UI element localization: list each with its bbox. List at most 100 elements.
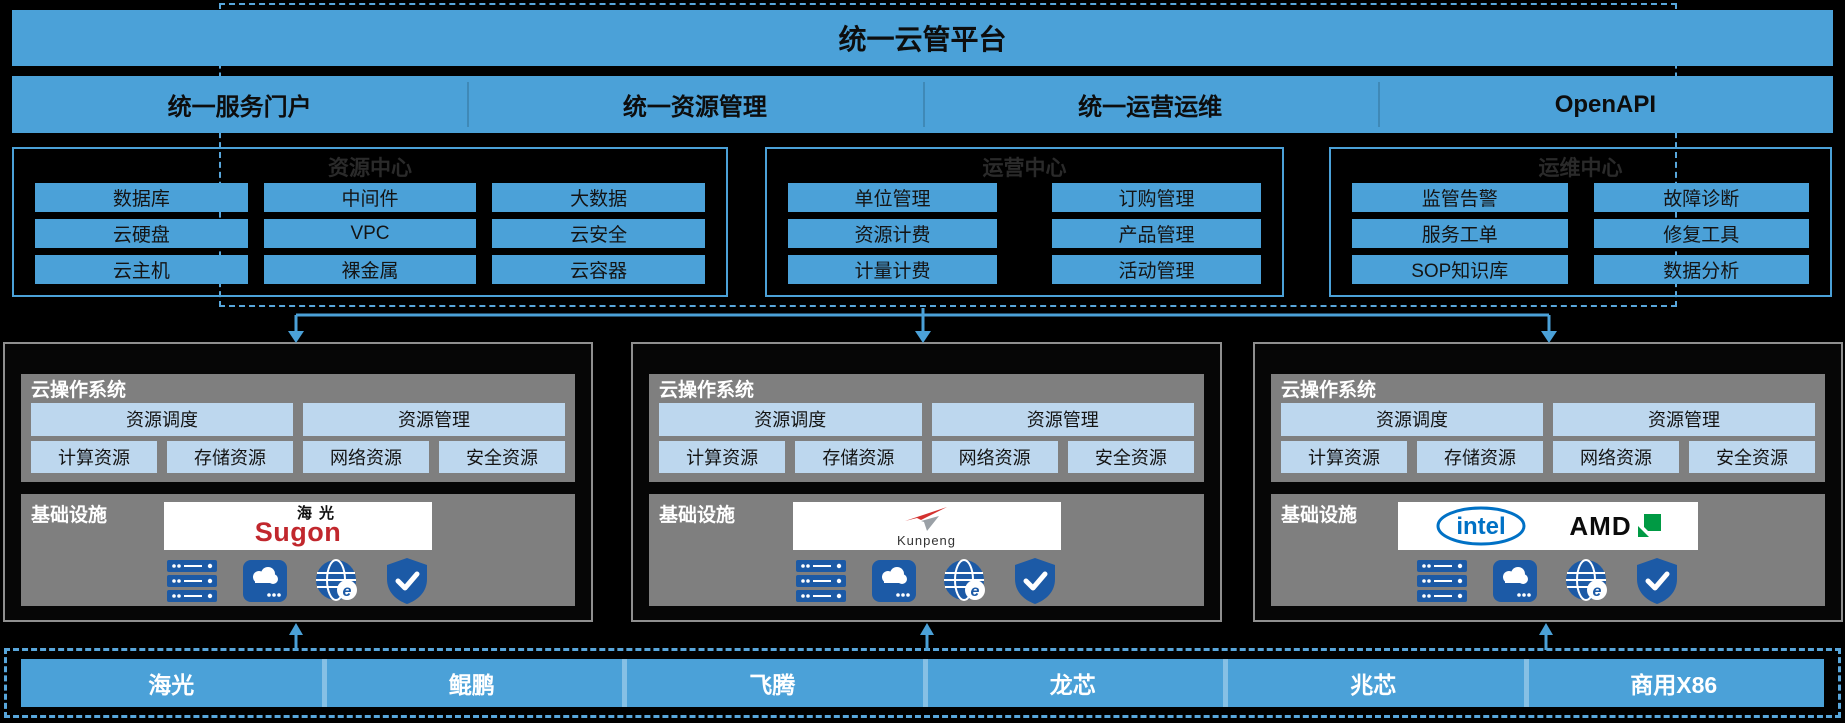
- cloud-storage-icon: [243, 560, 288, 602]
- item-database: 数据库: [35, 183, 248, 212]
- item-unit-management: 单位管理: [788, 183, 997, 212]
- kunpeng-logo: Kunpeng: [897, 505, 956, 547]
- item-service-ticket: 服务工单: [1352, 219, 1568, 248]
- cloud-os-label: 云操作系统: [659, 380, 755, 401]
- sugon-logo-plate: 海光 Sugon: [164, 502, 432, 550]
- kunpeng-swoosh-icon: [904, 507, 947, 531]
- infrastructure-icons: e: [1417, 557, 1679, 605]
- platform-box-kunpeng: 云操作系统 资源调度 资源管理 计算资源 存储资源 网络资源 安全资源 基础设施…: [631, 342, 1222, 622]
- platform-title: 统一云管平台: [838, 24, 1007, 55]
- globe-internet-icon: e: [315, 559, 357, 601]
- svg-text:e: e: [971, 583, 980, 600]
- cloud-os-grid: 资源调度 资源管理 计算资源 存储资源 网络资源 安全资源: [31, 403, 565, 473]
- cloud-os-grid: 资源调度 资源管理 计算资源 存储资源 网络资源 安全资源: [659, 403, 1194, 473]
- resource-scheduling-bar: 资源调度: [31, 403, 293, 436]
- storage-resource-cell: 存储资源: [1417, 440, 1543, 473]
- infrastructure-icons: e: [167, 557, 429, 605]
- platform-boundary-dashed-frame: [219, 3, 1677, 307]
- amd-text: AMD: [1569, 510, 1632, 541]
- cloud-os-section: 云操作系统 资源调度 资源管理 计算资源 存储资源 网络资源 安全资源: [21, 374, 575, 482]
- item-activity-management: 活动管理: [1052, 255, 1261, 284]
- item-middleware: 中间件: [263, 183, 477, 212]
- kunpeng-text: Kunpeng: [896, 533, 957, 548]
- chip-kunpeng: 鲲鹏: [321, 659, 623, 707]
- chip-zhaoxin: 兆芯: [1223, 659, 1524, 707]
- infrastructure-icons: e: [795, 557, 1058, 605]
- item-resource-billing: 资源计费: [788, 219, 997, 248]
- resource-scheduling-bar: 资源调度: [659, 403, 922, 436]
- resource-center-grid: 数据库 中间件 大数据 云硬盘 VPC 云安全 云主机 裸金属 云容器: [35, 183, 705, 284]
- operation-center-title: 运营中心: [982, 157, 1067, 180]
- chip-hygon: 海光: [148, 672, 195, 698]
- operation-center-grid: 单位管理 订购管理 资源计费 产品管理 计量计费 活动管理: [788, 183, 1261, 284]
- server-rack-icon: [167, 560, 217, 602]
- intel-logo: intel: [1436, 506, 1526, 546]
- maintenance-center-grid: 监管告警 故障诊断 服务工单 修复工具 SOP知识库 数据分析: [1352, 183, 1809, 284]
- tab-resource-management: 统一资源管理: [467, 76, 922, 133]
- cloud-os-label: 云操作系统: [1281, 380, 1377, 401]
- network-resource-cell: 网络资源: [931, 440, 1058, 473]
- svg-text:e: e: [1592, 583, 1601, 600]
- security-resource-cell: 安全资源: [1689, 440, 1815, 473]
- infrastructure-section: 基础设施 Kunpeng: [649, 494, 1204, 606]
- chip-loongson: 龙芯: [922, 659, 1224, 707]
- cloud-os-section: 云操作系统 资源调度 资源管理 计算资源 存储资源 网络资源 安全资源: [1271, 374, 1825, 482]
- shield-check-icon: [1636, 558, 1677, 604]
- storage-resource-cell: 存储资源: [795, 440, 922, 473]
- security-resource-cell: 安全资源: [1067, 440, 1194, 473]
- resource-scheduling-bar: 资源调度: [1281, 403, 1543, 436]
- item-metering-billing: 计量计费: [788, 255, 997, 284]
- cloud-storage-icon: [871, 560, 916, 602]
- cloud-os-grid: 资源调度 资源管理 计算资源 存储资源 网络资源 安全资源: [1281, 403, 1815, 473]
- globe-internet-icon: e: [1565, 559, 1607, 601]
- cloud-storage-icon: [1493, 560, 1538, 602]
- platform-box-sugon: 云操作系统 资源调度 资源管理 计算资源 存储资源 网络资源 安全资源 基础设施…: [3, 342, 593, 622]
- compute-resource-cell: 计算资源: [1281, 440, 1407, 473]
- shield-check-icon: [386, 558, 427, 604]
- platform-title-bar: 统一云管平台: [12, 10, 1833, 66]
- globe-internet-icon: e: [944, 559, 986, 601]
- chip-bar: 海光 鲲鹏 飞腾 龙芯 兆芯 商用X86: [21, 659, 1824, 707]
- storage-resource-cell: 存储资源: [167, 440, 293, 473]
- item-order-management: 订购管理: [1052, 183, 1261, 212]
- cloud-os-label: 云操作系统: [31, 380, 127, 401]
- chip-layer-dashed-frame: 海光 鲲鹏 飞腾 龙芯 兆芯 商用X86: [4, 648, 1841, 718]
- server-rack-icon: [795, 560, 846, 602]
- item-cloud-security: 云安全: [492, 219, 705, 248]
- resource-management-bar: 资源管理: [1553, 403, 1815, 436]
- amd-arrow-icon: [1637, 514, 1661, 537]
- compute-resource-cell: 计算资源: [31, 440, 157, 473]
- infrastructure-label: 基础设施: [31, 505, 108, 526]
- infrastructure-section: 基础设施 intel AMD: [1271, 494, 1825, 606]
- resource-center-title: 资源中心: [328, 157, 412, 180]
- shield-check-icon: [1015, 558, 1056, 604]
- item-vpc: VPC: [263, 219, 477, 248]
- item-fault-diagnosis: 故障诊断: [1593, 183, 1809, 212]
- operation-center-box: 运营中心 单位管理 订购管理 资源计费 产品管理 计量计费 活动管理: [765, 147, 1284, 297]
- network-resource-cell: 网络资源: [1553, 440, 1679, 473]
- cloud-os-section: 云操作系统 资源调度 资源管理 计算资源 存储资源 网络资源 安全资源: [649, 374, 1204, 482]
- tab-openapi: OpenAPI: [1377, 76, 1833, 133]
- item-monitor-alarm: 监管告警: [1352, 183, 1568, 212]
- item-bigdata: 大数据: [492, 183, 705, 212]
- infrastructure-label: 基础设施: [1281, 505, 1358, 526]
- item-cloud-host: 云主机: [35, 255, 248, 284]
- compute-resource-cell: 计算资源: [659, 440, 786, 473]
- security-resource-cell: 安全资源: [439, 440, 565, 473]
- item-repair-tools: 修复工具: [1593, 219, 1809, 248]
- tab-operation-maintenance: 统一运营运维: [922, 76, 1378, 133]
- sugon-en-text: Sugon: [254, 517, 342, 547]
- amd-logo: AMD: [1569, 510, 1661, 542]
- resource-center-box: 资源中心 数据库 中间件 大数据 云硬盘 VPC 云安全 云主机 裸金属 云容器: [12, 147, 728, 297]
- item-data-analysis: 数据分析: [1593, 255, 1809, 284]
- resource-management-bar: 资源管理: [931, 403, 1194, 436]
- item-sop-knowledge-base: SOP知识库: [1352, 255, 1568, 284]
- infrastructure-section: 基础设施 海光 Sugon: [21, 494, 575, 606]
- item-product-management: 产品管理: [1052, 219, 1261, 248]
- item-bare-metal: 裸金属: [263, 255, 477, 284]
- maintenance-center-title: 运维中心: [1538, 157, 1623, 180]
- kunpeng-logo-plate: Kunpeng: [792, 502, 1061, 550]
- intel-amd-logo-plate: intel AMD: [1398, 502, 1698, 550]
- svg-text:e: e: [342, 583, 351, 600]
